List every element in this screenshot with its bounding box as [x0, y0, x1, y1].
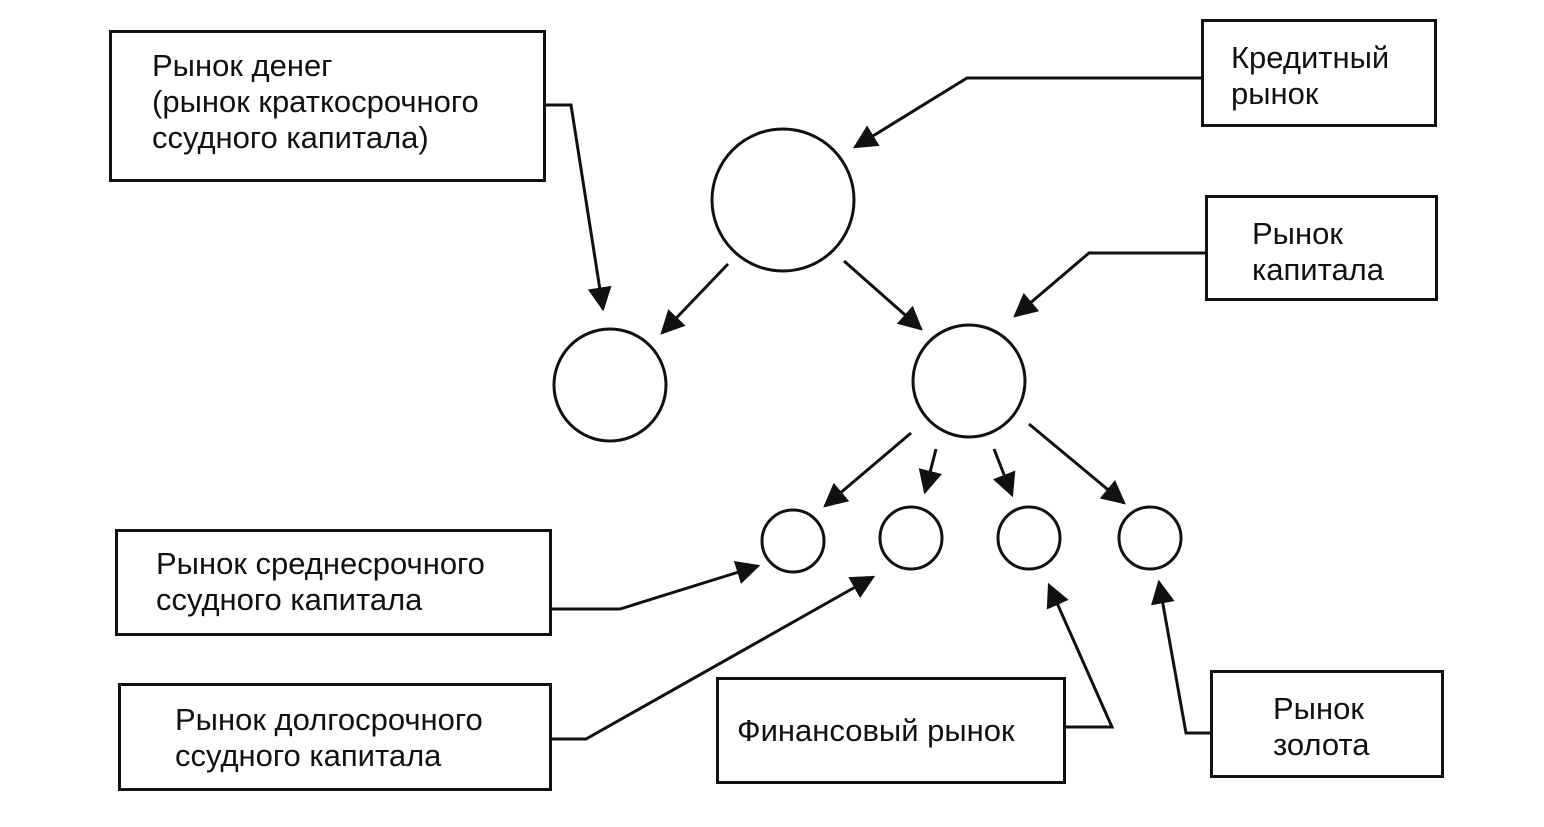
arrow-capital-to-financial	[992, 448, 1016, 498]
arrow-credit-to-capital	[843, 259, 923, 331]
arrow-capital-to-gold	[1028, 422, 1126, 505]
medium-term-box: Рынок среднесрочного ссудного капитала	[115, 529, 552, 636]
arrow-capital-to-medium	[823, 431, 912, 508]
credit-market-box: Кредитный рынок	[1201, 19, 1437, 127]
pointer-money-market	[546, 103, 612, 312]
arrow-capital-to-long	[918, 448, 942, 495]
pointer-capital-market	[1013, 251, 1205, 318]
gold-market-node	[1117, 505, 1183, 571]
credit-market-label: Кредитный рынок	[1231, 40, 1390, 111]
pointer-gold-market	[1150, 579, 1210, 735]
money-market-box: Рынок денег (рынок краткосрочного ссудно…	[109, 30, 546, 182]
credit-market-node	[710, 127, 856, 273]
money-market-label: Рынок денег (рынок краткосрочного ссудно…	[152, 48, 479, 155]
pointer-long-term	[552, 575, 876, 741]
gold-market-label: Рынок золота	[1273, 691, 1370, 762]
financial-market-box: Финансовый рынок	[716, 677, 1066, 784]
capital-market-node	[911, 323, 1027, 439]
financial-market-label: Финансовый рынок	[737, 713, 1015, 748]
medium-term-node	[760, 508, 826, 574]
capital-market-box: Рынок капитала	[1205, 195, 1438, 301]
pointer-credit-market	[852, 76, 1201, 149]
money-market-node	[552, 327, 668, 443]
capital-market-label: Рынок капитала	[1252, 216, 1385, 287]
arrow-credit-to-money	[660, 262, 730, 335]
long-term-label: Рынок долгосрочного ссудного капитала	[175, 702, 483, 773]
long-term-box: Рынок долгосрочного ссудного капитала	[118, 683, 552, 791]
gold-market-box: Рынок золота	[1210, 670, 1444, 778]
pointer-medium-term	[552, 560, 761, 611]
long-term-node	[878, 505, 944, 571]
financial-market-node	[996, 505, 1062, 571]
pointer-financial-market	[1046, 582, 1115, 729]
medium-term-label: Рынок среднесрочного ссудного капитала	[156, 546, 485, 617]
